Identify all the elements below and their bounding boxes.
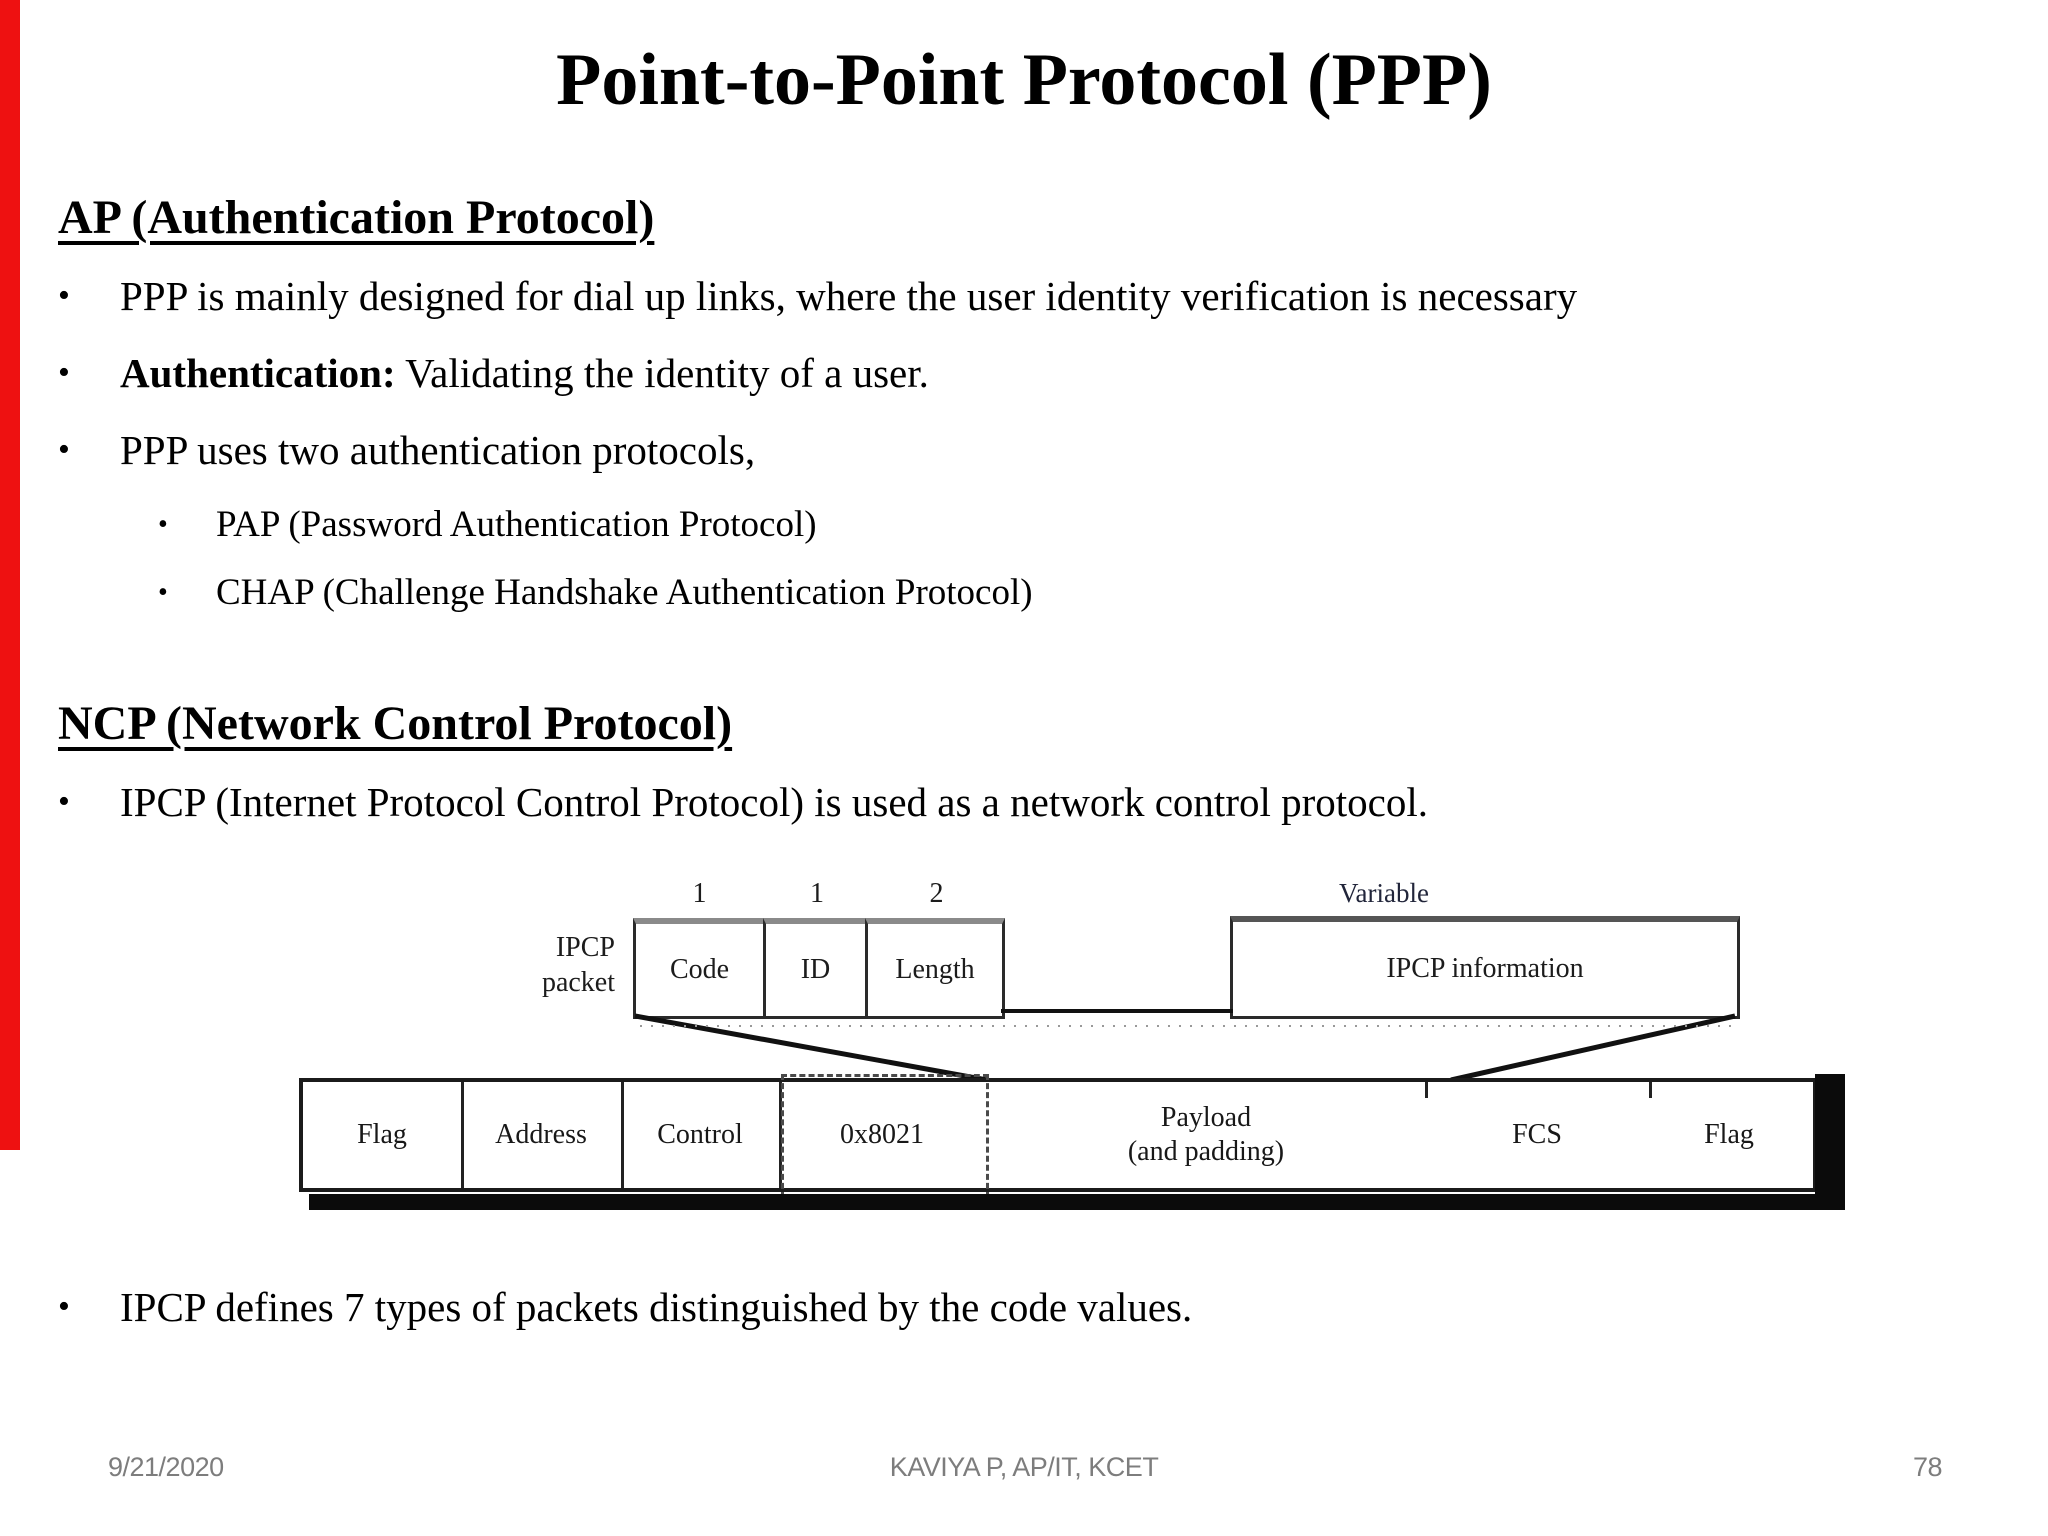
slide-footer: 9/21/2020 KAVIYA P, AP/IT, KCET 78	[0, 1452, 2048, 1492]
field-box-length: Length	[865, 918, 1005, 1019]
frame-field-flag-right: Flag	[1704, 1119, 1754, 1150]
bullet-text: CHAP (Challenge Handshake Authentication…	[216, 572, 1033, 613]
expansion-lines	[634, 1009, 1736, 1083]
field-box-ipcp-information: IPCP information	[1230, 916, 1740, 1019]
bullet-bold-lead: Authentication:	[120, 350, 396, 396]
ipcp-packet-diagram: IPCP packet 1 1 2 Variable Code ID Lengt…	[295, 878, 1855, 1228]
payload-line2: (and padding)	[1127, 1136, 1285, 1167]
bullet-text: Authentication: Validating the identity …	[120, 348, 1988, 398]
left-accent-bar	[0, 0, 20, 1150]
slide-body: AP (Authentication Protocol) • PPP is ma…	[58, 190, 1988, 854]
footer-date: 9/21/2020	[108, 1452, 224, 1482]
sub-bullet-chap: • CHAP (Challenge Handshake Authenticati…	[158, 570, 1988, 616]
field-size-code: 1	[692, 878, 707, 909]
frame-field-flag-left: Flag	[357, 1119, 407, 1150]
frame-shadow-right	[1815, 1074, 1845, 1210]
frame-divider	[621, 1082, 624, 1188]
bullet-icon: •	[158, 577, 168, 608]
frame-field-fcs: FCS	[1512, 1119, 1562, 1150]
ncp-section-heading: NCP (Network Control Protocol)	[58, 697, 733, 750]
bullet-authentication: • Authentication: Validating the identit…	[58, 348, 1988, 398]
bullet-text: PPP uses two authentication protocols,	[120, 427, 756, 473]
frame-field-control: Control	[657, 1119, 743, 1150]
bullet-icon: •	[58, 431, 70, 468]
payload-line1: Payload	[1160, 1102, 1252, 1133]
frame-divider	[461, 1082, 464, 1188]
bullet-text: PAP (Password Authentication Protocol)	[216, 504, 817, 545]
side-label-line1: IPCP	[555, 932, 615, 963]
frame-field-address: Address	[495, 1119, 587, 1150]
field-size-variable: Variable	[1339, 878, 1429, 908]
ap-section-heading: AP (Authentication Protocol)	[58, 191, 655, 244]
bullet-ppp-dialup: • PPP is mainly designed for dial up lin…	[58, 271, 1988, 321]
frame-field-payload: Payload (and padding)	[987, 1082, 1425, 1188]
ppp-frame: Flag Address Control 0x8021 Payload (and…	[299, 1074, 1817, 1198]
closing-bullet-block: • IPCP defines 7 types of packets distin…	[58, 1282, 1988, 1332]
frame-divider	[779, 1082, 782, 1188]
sub-bullet-pap: • PAP (Password Authentication Protocol)	[158, 502, 1988, 548]
field-box-id: ID	[763, 918, 868, 1019]
ipcp-packet-side-label: IPCP packet	[295, 930, 615, 1000]
bullet-seven-types: • IPCP defines 7 types of packets distin…	[58, 1282, 1988, 1332]
bullet-icon: •	[158, 509, 168, 540]
bullet-two-protocols: • PPP uses two authentication protocols,	[58, 425, 1988, 475]
frame-field-protocol-0x8021: 0x8021	[840, 1119, 924, 1150]
frame-tick	[1425, 1082, 1428, 1098]
frame-shadow-bottom	[309, 1194, 1839, 1210]
bullet-icon: •	[58, 277, 70, 314]
footer-author: KAVIYA P, AP/IT, KCET	[889, 1452, 1159, 1482]
bullet-text: IPCP (Internet Protocol Control Protocol…	[120, 779, 1428, 825]
slide-title: Point-to-Point Protocol (PPP)	[556, 39, 1492, 121]
side-label-line2: packet	[541, 967, 615, 998]
bullet-rest: Validating the identity of a user.	[395, 350, 929, 396]
bullet-ipcp: • IPCP (Internet Protocol Control Protoc…	[58, 777, 1988, 827]
bullet-icon: •	[58, 354, 70, 391]
field-size-id: 1	[810, 878, 824, 909]
bullet-text: IPCP defines 7 types of packets distingu…	[120, 1284, 1193, 1330]
bullet-text: PPP is mainly designed for dial up links…	[120, 273, 1578, 319]
bullet-icon: •	[58, 783, 70, 820]
bullet-icon: •	[58, 1288, 70, 1325]
field-size-length: 2	[929, 878, 944, 909]
frame-tick	[1649, 1082, 1652, 1098]
footer-page-number: 78	[1912, 1452, 1943, 1482]
sub-bullet-list: • PAP (Password Authentication Protocol)…	[158, 502, 1988, 616]
